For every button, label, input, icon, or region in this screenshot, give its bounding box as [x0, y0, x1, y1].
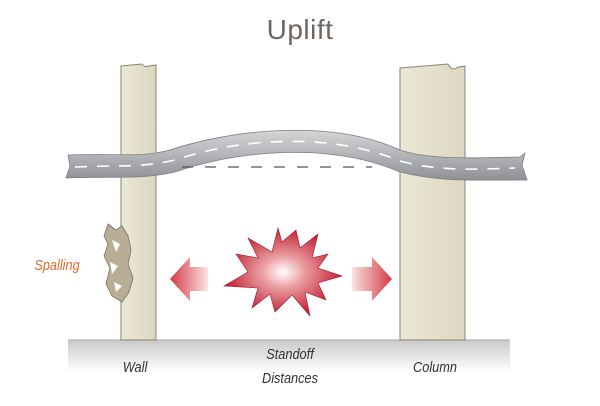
wall-label: Wall [122, 359, 148, 376]
right-blast-arrow [352, 257, 392, 301]
ground [68, 340, 510, 372]
explosion-burst [222, 226, 344, 317]
diagram-title: Uplift [266, 14, 334, 45]
spalling-debris [103, 223, 134, 303]
standoff-label-line2: Distances [262, 370, 318, 387]
wall-pillar [120, 63, 157, 341]
left-blast-arrow [170, 257, 208, 301]
floor-slab [65, 129, 528, 181]
column-label: Column [413, 359, 457, 376]
standoff-label-line1: Standoff [266, 346, 314, 363]
column-pillar [399, 63, 466, 341]
spalling-label: Spalling [34, 257, 80, 274]
